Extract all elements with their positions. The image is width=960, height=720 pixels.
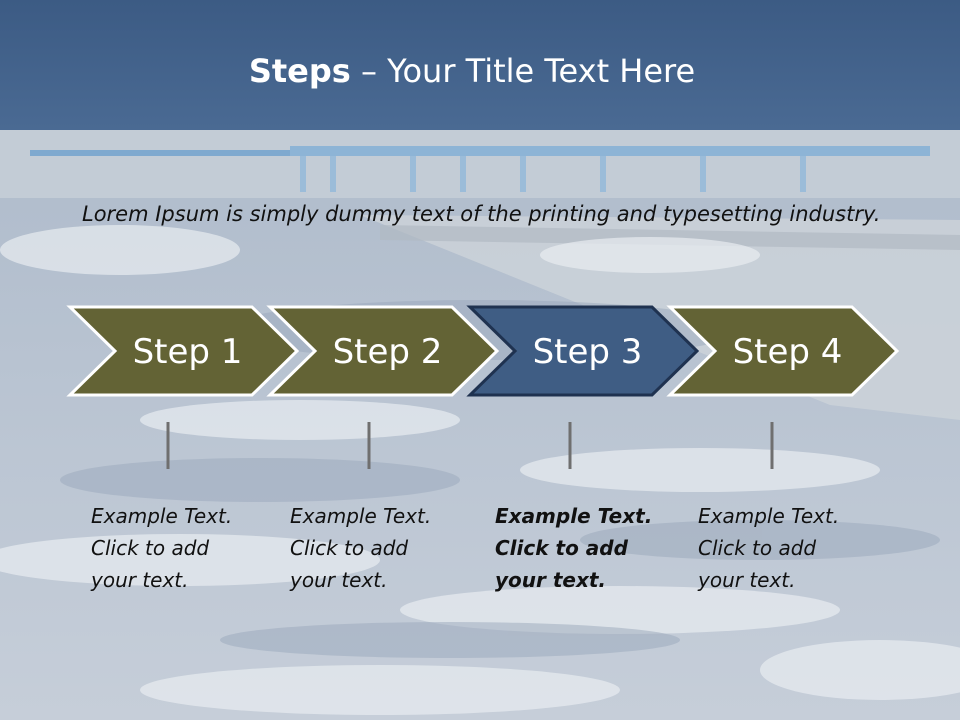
step-4-label: Step 4 — [732, 332, 843, 372]
step-2-description[interactable]: Example Text. Click to add your text. — [290, 500, 480, 596]
desc-line: your text. — [698, 568, 796, 592]
page-title: Steps – Your Title Text Here — [0, 52, 944, 90]
desc-line: Example Text. — [698, 504, 840, 528]
step-1-arrow[interactable] — [66, 305, 300, 397]
step-4-arrow[interactable] — [666, 305, 900, 397]
desc-line: Example Text. — [290, 504, 432, 528]
step-1-label: Step 1 — [132, 332, 243, 372]
desc-line: Click to add — [91, 536, 210, 560]
desc-line: Click to add — [290, 536, 409, 560]
desc-line: your text. — [290, 568, 388, 592]
step-3-description[interactable]: Example Text. Click to add your text. — [495, 500, 685, 596]
desc-line: your text. — [91, 568, 189, 592]
step-2-label: Step 2 — [332, 332, 443, 372]
step-2-arrow[interactable] — [266, 305, 500, 397]
desc-line: Click to add — [495, 536, 628, 560]
step-4-description[interactable]: Example Text. Click to add your text. — [698, 500, 888, 596]
step-1-description[interactable]: Example Text. Click to add your text. — [91, 500, 281, 596]
title-rest: – Your Title Text Here — [350, 52, 696, 90]
intro-text: Lorem Ipsum is simply dummy text of the … — [82, 202, 881, 226]
step-3-label: Step 3 — [532, 332, 643, 372]
desc-line: Click to add — [698, 536, 817, 560]
title-bold: Steps — [248, 52, 351, 90]
desc-line: Example Text. — [495, 504, 653, 528]
step-3-arrow[interactable] — [466, 305, 700, 397]
desc-line: Example Text. — [91, 504, 233, 528]
desc-line: your text. — [495, 568, 607, 592]
